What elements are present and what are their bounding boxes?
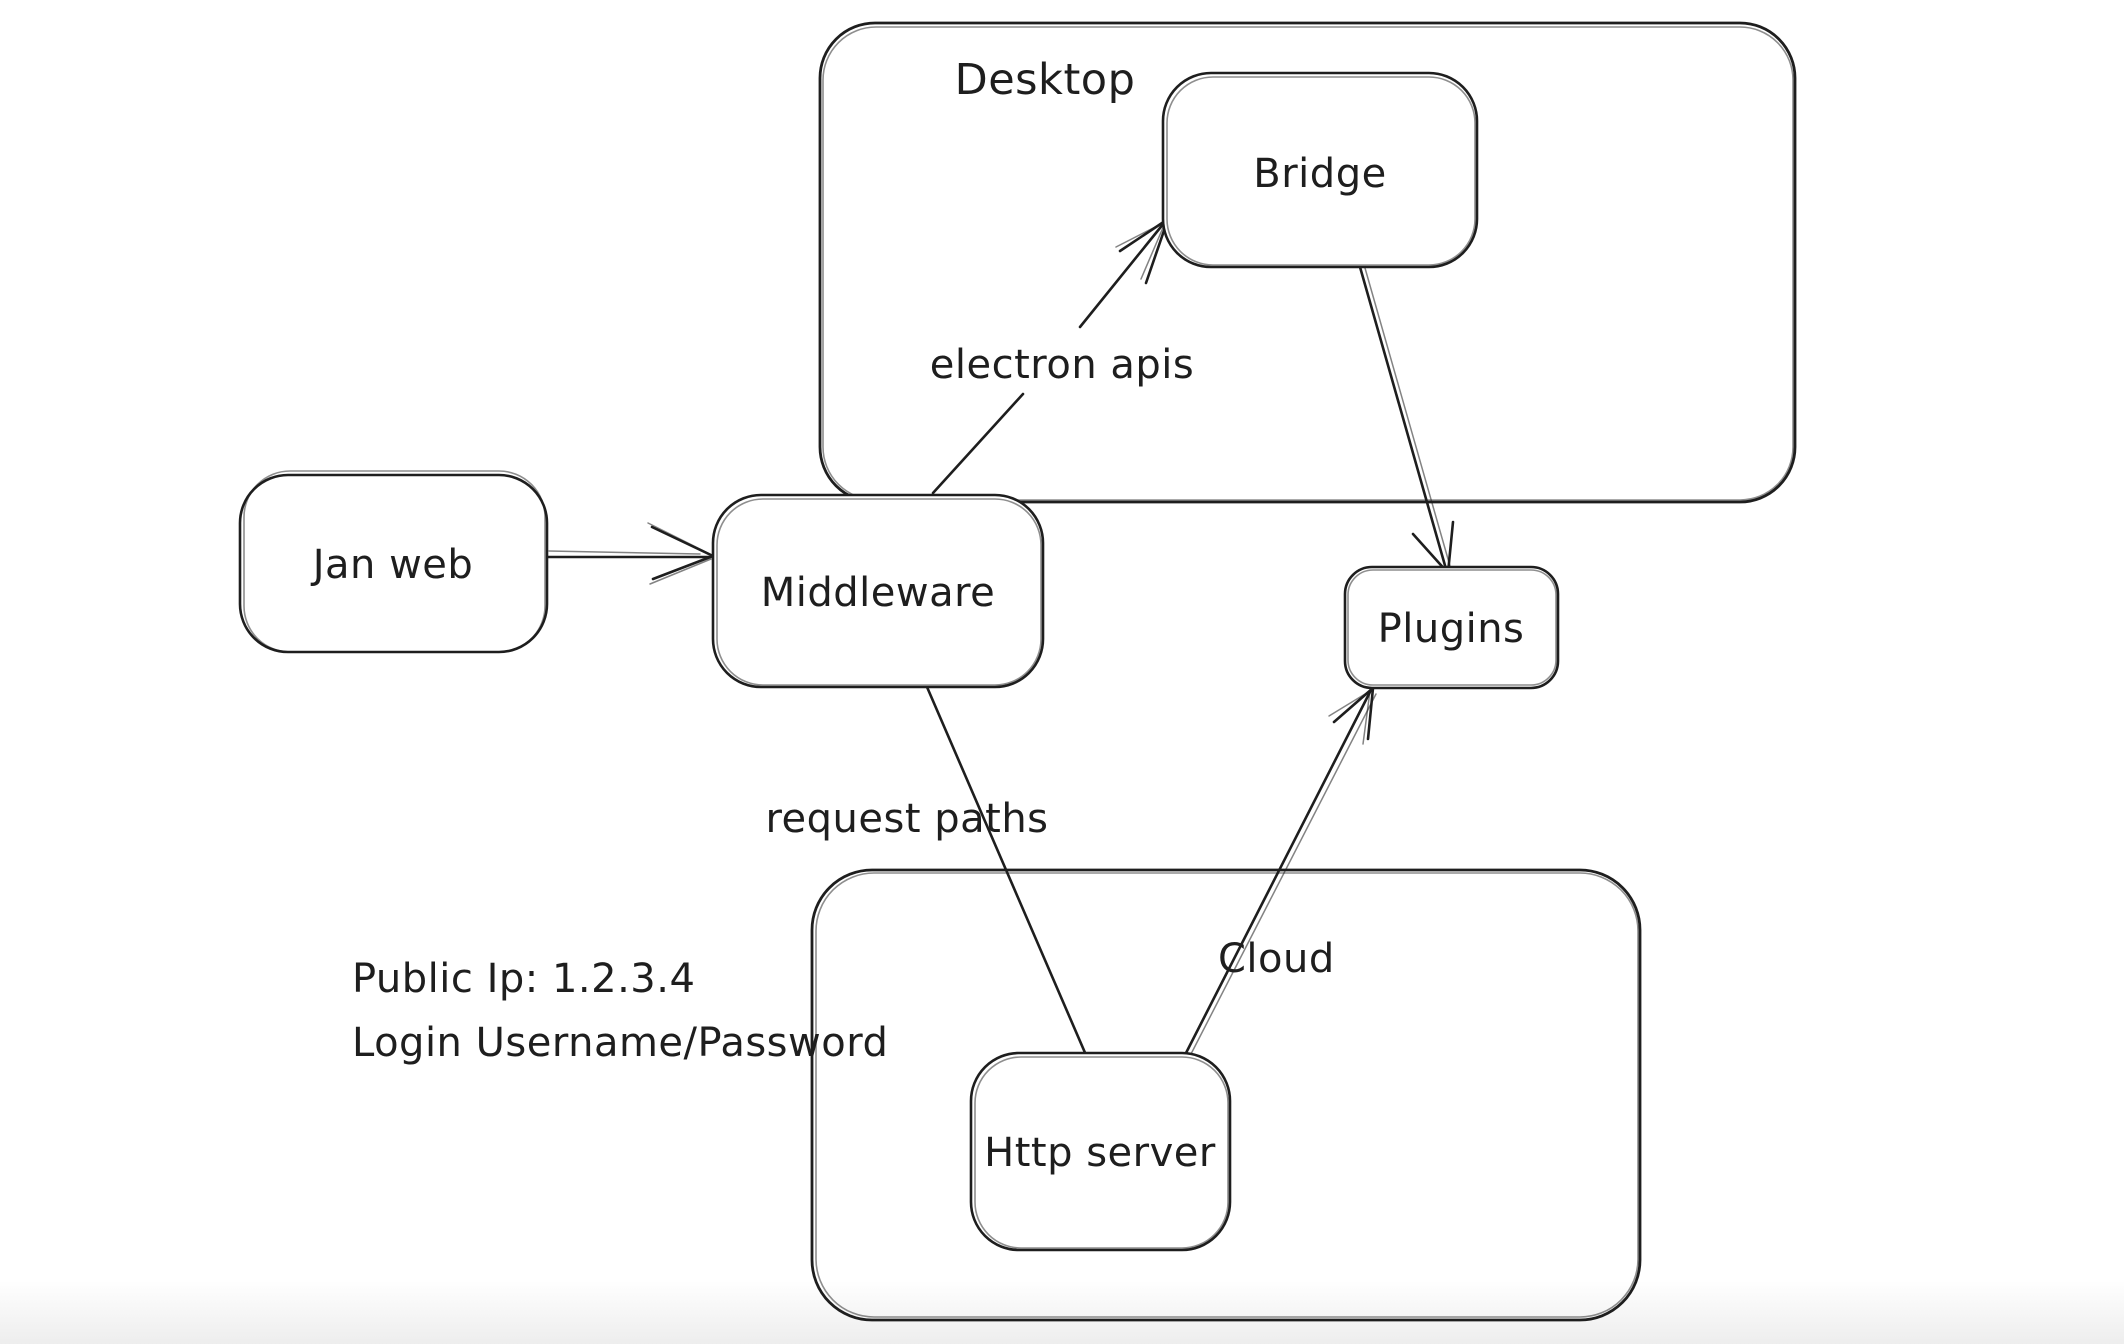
- middleware-node[interactable]: Middleware: [711, 493, 1045, 689]
- bridge-box-sketch: [1166, 76, 1476, 266]
- plugins-box-sketch: [1347, 569, 1557, 686]
- bridge-label[interactable]: Bridge: [1253, 151, 1386, 197]
- edge-httpserver-plugins[interactable]: [1184, 688, 1373, 1055]
- plugins-node[interactable]: Plugins: [1343, 565, 1560, 690]
- jan-web-box-sketch: [243, 470, 546, 653]
- electron-apis-label[interactable]: electron apis: [930, 342, 1194, 388]
- http-server-label[interactable]: Http server: [984, 1130, 1216, 1176]
- cloud-container-sketch: [815, 872, 1639, 1318]
- desktop-container[interactable]: [818, 21, 1797, 504]
- middleware-box-sketch: [716, 498, 1042, 686]
- desktop-label[interactable]: Desktop: [955, 55, 1136, 105]
- arrowhead-plugins-top: [1411, 520, 1455, 575]
- annotation-public-ip[interactable]: Public Ip: 1.2.3.4: [352, 956, 695, 1002]
- bridge-box[interactable]: [1161, 71, 1479, 269]
- arrowhead-bridge-sketch: [1115, 221, 1166, 280]
- jan-web-label[interactable]: Jan web: [310, 542, 474, 588]
- http-server-node[interactable]: Http server: [969, 1051, 1232, 1252]
- cloud-container[interactable]: [810, 868, 1642, 1322]
- bridge-node[interactable]: Bridge: [1161, 71, 1479, 269]
- arrowhead-middleware-sketch: [647, 522, 712, 585]
- cloud-label[interactable]: Cloud: [1218, 936, 1335, 982]
- middleware-box[interactable]: [711, 493, 1045, 689]
- edge-janweb-middleware-sketch: [548, 550, 701, 555]
- http-server-box-sketch: [974, 1056, 1229, 1249]
- plugins-box[interactable]: [1343, 565, 1560, 690]
- edge-bridge-plugins[interactable]: [1358, 265, 1448, 571]
- middleware-label[interactable]: Middleware: [761, 570, 996, 616]
- annotation-login[interactable]: Login Username/Password: [352, 1020, 888, 1066]
- plugins-label[interactable]: Plugins: [1378, 606, 1525, 652]
- jan-web-node[interactable]: Jan web: [238, 470, 549, 654]
- desktop-container-sketch: [822, 26, 1794, 501]
- http-server-box[interactable]: [969, 1051, 1232, 1252]
- edge-bridge-plugins-sketch: [1364, 267, 1451, 567]
- edge-middleware-bridge-upper[interactable]: [1078, 221, 1166, 329]
- edge-httpserver-plugins-sketch: [1190, 693, 1377, 1055]
- arrowhead-plugins-bottom-sketch: [1328, 690, 1371, 745]
- edge-middleware-bridge-lower[interactable]: [931, 392, 1025, 495]
- request-paths-label[interactable]: request paths: [765, 796, 1048, 842]
- edge-middleware-httpserver[interactable]: [925, 685, 1088, 1057]
